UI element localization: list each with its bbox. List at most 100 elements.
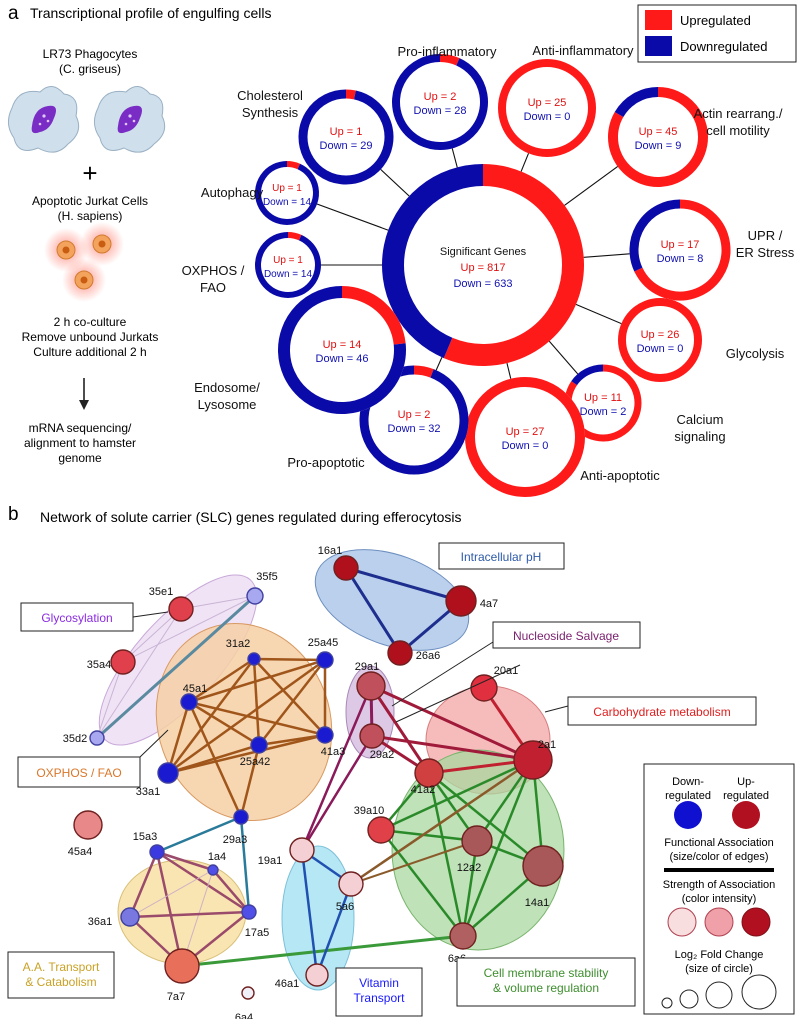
gene-label-25a42: 25a42 [240, 756, 271, 768]
upr-up-text: Up = 17 [661, 239, 700, 251]
donut-pro-apoptotic-up-arc [413, 365, 434, 378]
phagocyte-cell-icon [94, 86, 166, 153]
edge-45a1-25a42 [187, 700, 261, 747]
gene-label-31a2: 31a2 [226, 638, 250, 650]
edge-36a1-17a5 [128, 910, 251, 919]
gene-label-39a10: 39a10 [354, 805, 385, 817]
gene-label-6a4: 6a4 [235, 1012, 253, 1019]
legend-up-line-2: regulated [723, 790, 769, 802]
gene-label-26a6: 26a6 [416, 650, 440, 662]
sequencing-line-3: genome [58, 451, 102, 465]
edge-19a1-46a1 [300, 848, 319, 977]
legend-functional-sub: (size/color of edges) [669, 851, 768, 863]
gene-node-5a6 [338, 871, 364, 897]
edge-35e1-35d2 [96, 608, 182, 739]
apoptotic-species: (H. sapiens) [58, 209, 123, 223]
donut-significant-genes-down-arc [382, 164, 484, 359]
panel-a-letter: a [8, 3, 19, 24]
gene-label-45a1: 45a1 [183, 683, 207, 695]
donut-upr-down-arc [629, 199, 681, 272]
pro-apoptotic-up-text: Up = 2 [398, 409, 431, 421]
donut-glycolysis-up-arc [618, 298, 702, 382]
legend-strength-sub: (color intensity) [682, 893, 757, 905]
gene-node-41a3 [316, 726, 334, 744]
legend-strength-mid [704, 907, 734, 937]
gene-node-2a1 [513, 740, 553, 780]
donut-autophagy-up-arc [286, 161, 301, 170]
edge-45a1-41a3 [187, 700, 327, 737]
gene-node-6a6 [449, 922, 477, 950]
panel-a-title: Transcriptional profile of engulfing cel… [30, 5, 272, 21]
gene-node-7a7 [164, 948, 200, 984]
network-legend-box [643, 763, 795, 1015]
gene-node-25a45 [316, 651, 334, 669]
label-oxphos-fao: OXPHOS / FAO [36, 766, 121, 780]
gene-node-31a2 [247, 652, 261, 666]
phagocytes-label: LR73 Phagocytes [43, 47, 138, 61]
panel-b: b Network of solute carrier (SLC) genes … [7, 504, 795, 1019]
edge-7a7-6a6 [180, 934, 465, 968]
label-intracellular-ph: Intracellular pH [461, 550, 542, 564]
pro-apoptotic-label: Pro-apoptotic [287, 455, 365, 470]
label-box-nucleoside-salvage [492, 621, 641, 649]
edge-15a3-7a7 [155, 850, 184, 968]
anti-apoptotic-label: Anti-apoptotic [580, 468, 660, 483]
autophagy-label: Autophagy [201, 185, 264, 200]
edge-41a3-33a1 [166, 733, 327, 775]
gene-node-36a1 [120, 907, 140, 927]
donut-endosome-down-arc [278, 286, 406, 414]
edge-5a6-46a1 [315, 882, 353, 977]
donut-actin-up-arc [608, 87, 708, 187]
edge-29a2-2a1 [370, 734, 535, 762]
anti-apoptotic-up-text: Up = 27 [506, 426, 545, 438]
edge-41a2-6a6 [427, 771, 465, 938]
gene-label-15a3: 15a3 [133, 831, 157, 843]
label-box-intracellular-ph [438, 542, 565, 570]
plus-sign: + [82, 158, 97, 188]
donut-pro-inflammatory-down-arc [392, 54, 488, 150]
gene-label-29a3: 29a3 [223, 834, 247, 846]
endosome-label: Endosome/Lysosome [194, 380, 260, 412]
gene-label-35e1: 35e1 [149, 586, 173, 598]
donut-actin-down-arc [614, 87, 659, 118]
edge-15a3-17a5 [155, 850, 251, 914]
legend-functional-title: Functional Association [664, 837, 773, 849]
legend-strength-title: Strength of Association [663, 879, 776, 891]
donut-endosome-up-arc [341, 286, 406, 345]
donut-cholesterol-down-arc [298, 89, 394, 185]
legend-down-swatch [645, 36, 672, 56]
gene-label-41a2: 41a2 [411, 784, 435, 796]
gene-label-1a4: 1a4 [208, 851, 226, 863]
edge-25a42-29a3 [239, 743, 261, 819]
phagocytes-species: (C. griseus) [59, 62, 121, 76]
label-box-glycosylation [20, 602, 134, 632]
anti-inflammatory-down-text: Down = 0 [524, 111, 571, 123]
gene-label-46a1: 46a1 [275, 978, 299, 990]
edge-29a1-2a1 [369, 684, 535, 762]
label-box-aa-transport [7, 951, 115, 999]
center-up: Up = 817 [461, 262, 506, 274]
protocol-line-2: Remove unbound Jurkats [22, 330, 159, 344]
phagocyte-cell-icon [8, 86, 80, 153]
panel-b-title: Network of solute carrier (SLC) genes re… [40, 509, 462, 525]
donut-calcium-down-arc [571, 364, 604, 386]
legend-fold-sub: (size of circle) [685, 963, 753, 975]
edge-35f5-35d2 [95, 594, 257, 740]
edge-35a4-35d2 [96, 661, 124, 739]
gene-node-17a5 [241, 904, 257, 920]
upr-down-text: Down = 8 [657, 253, 704, 265]
gene-label-29a2: 29a2 [370, 749, 394, 761]
legend-down-line-1: Down- [672, 776, 704, 788]
edge-29a2-19a1 [300, 734, 374, 852]
edge-39a10-12a2 [379, 828, 479, 843]
edge-45a1-33a1 [166, 700, 191, 775]
